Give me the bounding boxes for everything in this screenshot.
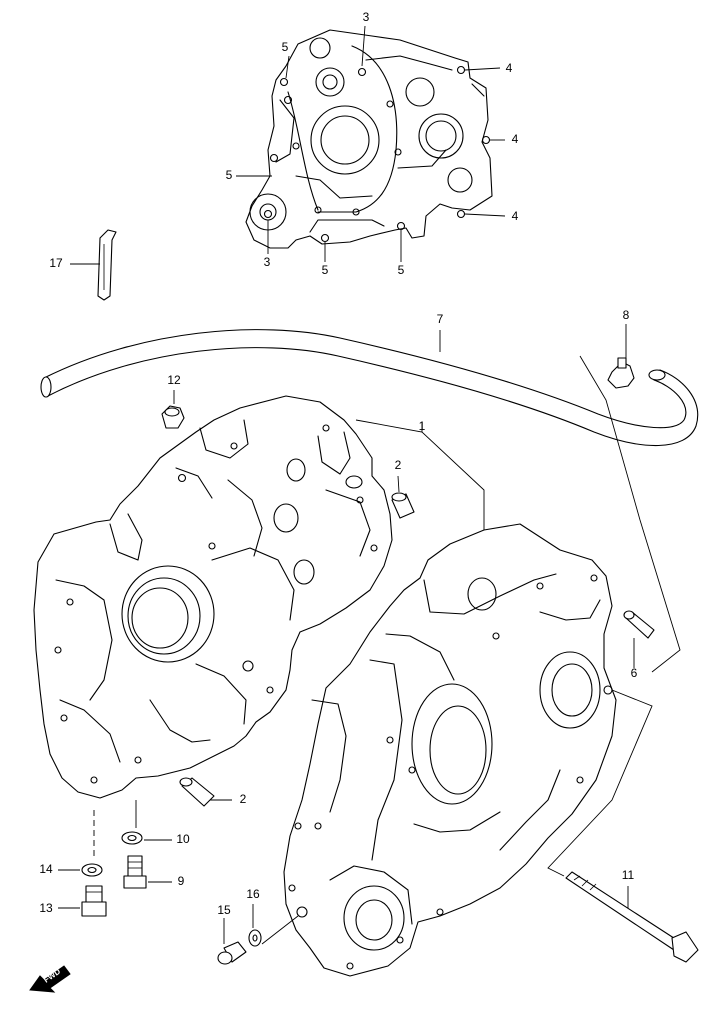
callout-12: 12: [167, 373, 181, 387]
dowel-pin-part-6: [623, 610, 655, 639]
callout-2-upper: 2: [395, 458, 402, 472]
left-crankcase-half: [33, 395, 393, 799]
dowel-pin-part-2-upper: [391, 492, 415, 519]
callout-5-left: 5: [226, 168, 233, 182]
clamp-part-8: [607, 357, 635, 389]
callout-5-bottom-left: 5: [322, 263, 329, 277]
callout-2-lower: 2: [240, 792, 247, 806]
long-bolt-part-11: [565, 871, 699, 963]
callout-5-bottom-right: 5: [398, 263, 405, 277]
crankcase-inner-view: [245, 29, 493, 249]
leader-lines: [58, 25, 681, 945]
callout-17: 17: [49, 256, 63, 270]
washer-part-14: [81, 863, 103, 877]
right-crankcase-half: [283, 523, 617, 977]
cap-nut-part-12: [161, 405, 185, 429]
callout-13: 13: [39, 901, 53, 915]
callout-15: 15: [217, 903, 231, 917]
callout-16: 16: [246, 887, 260, 901]
callout-8: 8: [623, 308, 630, 322]
callout-6: 6: [631, 666, 638, 680]
dowel-pin-part-2-lower: [179, 777, 215, 807]
washer-part-16: [248, 929, 262, 947]
callout-10: 10: [176, 832, 190, 846]
callout-14: 14: [39, 862, 53, 876]
callout-1: 1: [419, 419, 426, 433]
plug-part-9: [123, 855, 147, 889]
callout-3-top: 3: [363, 10, 370, 24]
washer-part-10: [121, 831, 143, 845]
forward-arrow-icon: FWD: [29, 965, 71, 993]
callout-7: 7: [437, 312, 444, 326]
bolt-part-15: [217, 941, 247, 965]
callout-3-bottom: 3: [264, 255, 271, 269]
callout-4-middle: 4: [512, 132, 519, 146]
breather-hose-part-7: [40, 329, 699, 447]
callout-9: 9: [178, 874, 185, 888]
callout-5-top: 5: [282, 40, 289, 54]
callout-4-top: 4: [506, 61, 513, 75]
callout-labels: 3 5 4 4 5 4 3 5 5 17 7 8 12 1 2 6 2 10 9…: [39, 10, 637, 917]
callout-4-bottom: 4: [512, 209, 519, 223]
bracket-part-17: [97, 229, 117, 301]
bolt-part-13: [81, 885, 107, 917]
callout-11: 11: [622, 868, 635, 882]
